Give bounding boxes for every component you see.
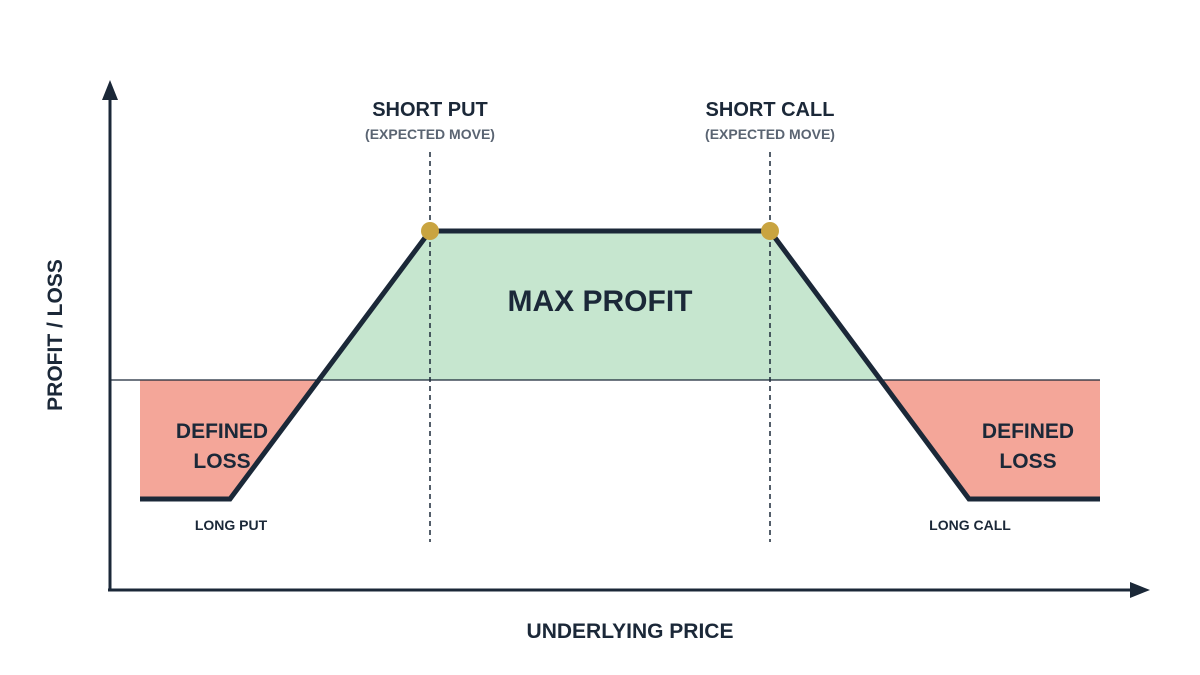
max-profit-region xyxy=(318,231,881,380)
x-axis-arrow-icon xyxy=(1130,582,1150,598)
x-axis-label: UNDERLYING PRICE xyxy=(527,620,734,643)
left-defined-loss-line2: LOSS xyxy=(193,450,250,473)
left-defined-loss-line1: DEFINED xyxy=(176,420,268,443)
short-call-subtitle: (EXPECTED MOVE) xyxy=(705,126,835,142)
right-defined-loss-line2: LOSS xyxy=(999,450,1056,473)
short-put-title: SHORT PUT xyxy=(372,99,488,121)
short-put-subtitle: (EXPECTED MOVE) xyxy=(365,126,495,142)
left-defined-loss-region xyxy=(140,380,318,499)
payoff-line xyxy=(140,228,1100,502)
short-put-marker xyxy=(421,222,439,240)
short-call-title: SHORT CALL xyxy=(706,99,835,121)
y-axis-arrow-icon xyxy=(102,80,118,100)
right-defined-loss-line1: DEFINED xyxy=(982,420,1074,443)
long-put-label: LONG PUT xyxy=(195,517,268,533)
right-defined-loss-region xyxy=(881,380,1100,499)
long-call-label: LONG CALL xyxy=(929,517,1011,533)
short-call-marker xyxy=(761,222,779,240)
max-profit-label: MAX PROFIT xyxy=(508,285,693,318)
y-axis-label: PROFIT / LOSS xyxy=(44,259,67,411)
